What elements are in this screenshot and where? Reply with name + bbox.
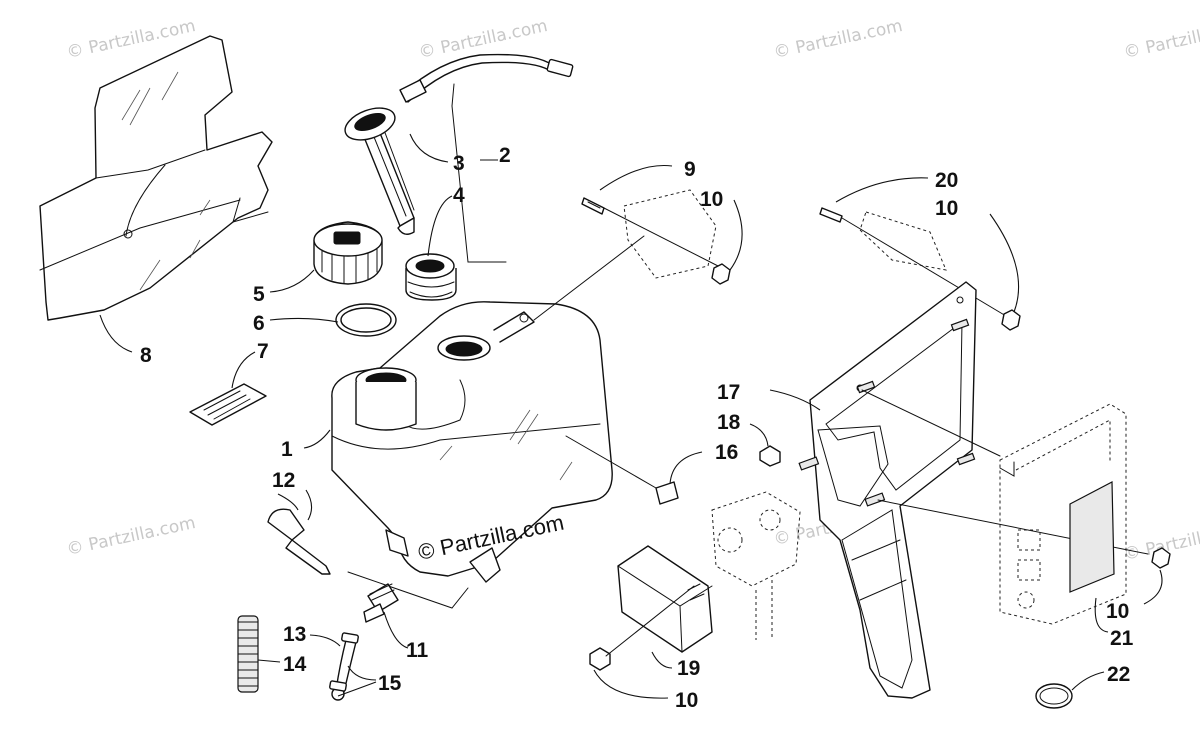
callout-17[interactable]: 17 (717, 381, 740, 404)
part-10-nut-right[interactable] (1151, 547, 1171, 569)
part-18-nut[interactable] (759, 445, 781, 467)
callout-19[interactable]: 19 (677, 657, 700, 680)
leader-12b (305, 489, 313, 521)
leader-15b (337, 681, 377, 697)
part-20-bolt[interactable] (819, 207, 843, 223)
part-15-hose-clamps[interactable] (329, 632, 359, 692)
leader-19 (651, 651, 673, 669)
callout-18[interactable]: 18 (717, 411, 741, 434)
callout-14[interactable]: 14 (283, 653, 307, 676)
part-7-decal[interactable] (189, 383, 267, 426)
callout-10c[interactable]: 10 (675, 689, 698, 712)
leader-15a (347, 665, 377, 681)
assembly-line (347, 571, 469, 609)
leader-13 (309, 634, 341, 647)
callout-9[interactable]: 9 (684, 158, 696, 181)
part-8-heat-shield[interactable] (39, 35, 273, 321)
leader-16 (669, 451, 703, 485)
leader-3 (409, 133, 449, 163)
leader-12 (277, 493, 299, 511)
watermark-text: © Partzilla.com (1122, 16, 1200, 63)
callout-6[interactable]: 6 (253, 312, 265, 335)
callout-8[interactable]: 8 (140, 344, 152, 367)
studs (798, 318, 976, 507)
leader-9 (599, 164, 673, 191)
callout-20[interactable]: 20 (935, 169, 958, 192)
watermark-text: © Partzilla.com (417, 16, 549, 63)
part-5-fuel-cap[interactable] (313, 221, 383, 285)
part-17-mounting-plate[interactable] (809, 281, 977, 699)
callout-4[interactable]: 4 (453, 184, 465, 207)
callout-10a[interactable]: 10 (700, 188, 723, 211)
part-1-oil-tank[interactable] (331, 301, 613, 583)
callout-21[interactable]: 21 (1110, 627, 1134, 650)
assembly-line (861, 389, 1001, 457)
part-2-vent-hose[interactable] (399, 53, 574, 263)
callout-7[interactable]: 7 (257, 340, 269, 363)
callout-2[interactable]: 2 (499, 144, 511, 167)
leader-10b (989, 213, 1020, 313)
leader-1 (303, 429, 331, 449)
watermark-text: © Partzilla.com (65, 513, 197, 560)
part-9-bolt[interactable] (581, 197, 605, 215)
part-6-o-ring[interactable] (335, 303, 397, 337)
mount-bracket-dashed-2 (841, 211, 1007, 317)
callout-13[interactable]: 13 (283, 623, 306, 646)
leader-14 (257, 659, 281, 663)
callout-22[interactable]: 22 (1107, 663, 1130, 686)
leader-4 (427, 195, 453, 257)
leader-11 (383, 611, 409, 649)
watermark-text: © Partzilla.com (772, 16, 904, 63)
leader-8 (99, 314, 133, 353)
leader-20 (835, 177, 929, 203)
assembly-line (605, 585, 695, 657)
part-4-filler-neck[interactable] (405, 253, 457, 301)
leader-21 (1094, 597, 1109, 633)
part-22-clip[interactable] (1035, 683, 1073, 709)
part-3-filler-strainer[interactable] (341, 102, 415, 235)
part-10-nut-top[interactable] (711, 263, 731, 285)
callout-10b[interactable]: 10 (935, 197, 958, 220)
leader-17 (769, 389, 821, 411)
assembly-line (565, 435, 657, 489)
callout-16[interactable]: 16 (715, 441, 738, 464)
part-19-cover[interactable] (617, 545, 713, 653)
leader-22 (1071, 671, 1105, 691)
leader-10a (729, 199, 743, 271)
callout-3[interactable]: 3 (453, 152, 465, 175)
callout-15[interactable]: 15 (378, 672, 402, 695)
part-10-nut-bottom[interactable] (589, 647, 611, 671)
part-16-label[interactable] (655, 481, 679, 505)
part-11-fitting[interactable] (363, 583, 399, 623)
callout-11[interactable]: 11 (406, 639, 429, 662)
callout-1[interactable]: 1 (281, 438, 293, 461)
part-21-control-module[interactable] (999, 403, 1127, 625)
leader-5 (269, 269, 315, 293)
mount-bracket-dashed (533, 189, 723, 321)
part-14-spring-guard[interactable] (237, 615, 259, 693)
leader-7 (231, 351, 256, 389)
part-12-clamp[interactable] (267, 508, 331, 575)
callout-5[interactable]: 5 (253, 283, 265, 306)
leader-18 (749, 423, 769, 447)
watermarks: © Partzilla.com © Partzilla.com © Partzi… (65, 16, 1200, 565)
solenoid-assembly (711, 491, 801, 640)
callout-12[interactable]: 12 (272, 469, 295, 492)
leader-10d (1143, 569, 1163, 605)
leader-6 (269, 317, 339, 323)
leader-10c (593, 669, 669, 699)
part-10-nut-right-top[interactable] (1001, 309, 1021, 331)
callout-10d[interactable]: 10 (1106, 600, 1129, 623)
